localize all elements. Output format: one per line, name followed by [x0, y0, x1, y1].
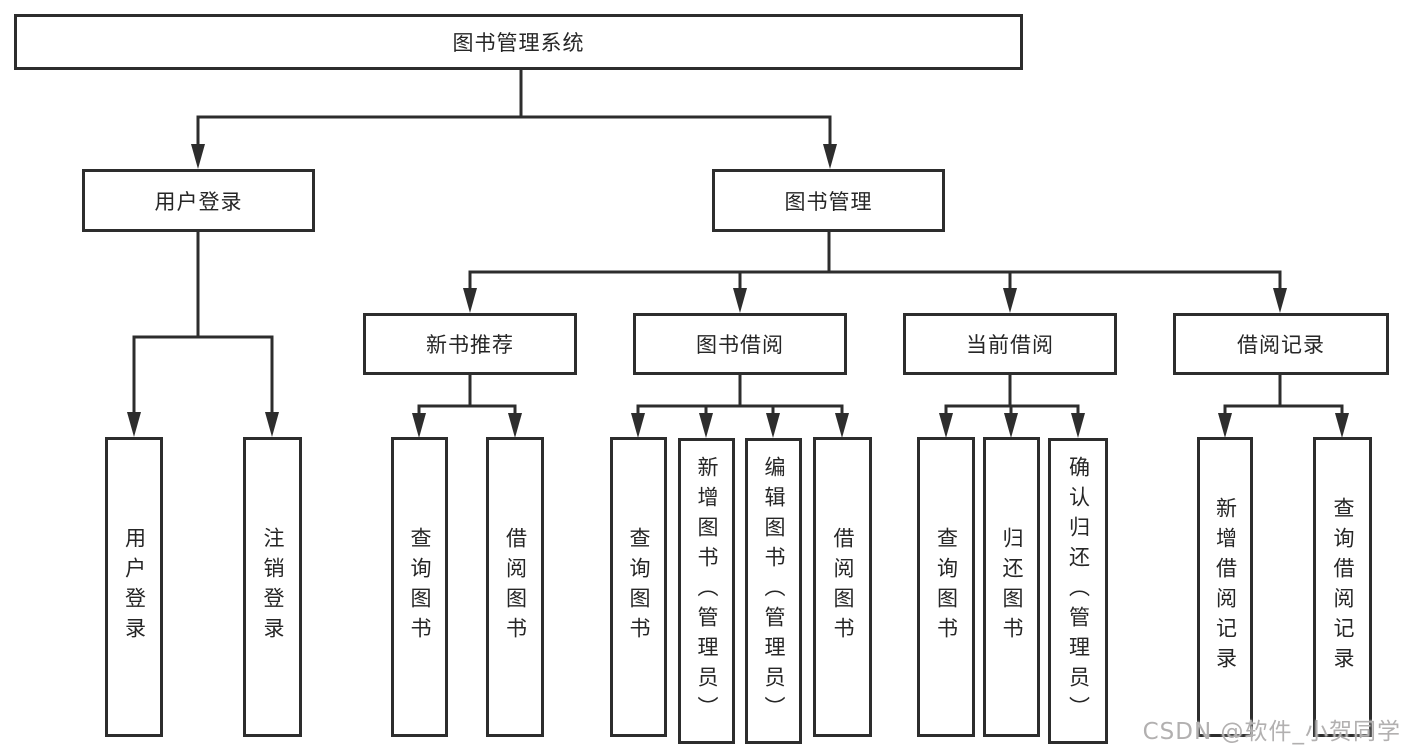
arrow-down-icon	[823, 144, 837, 169]
leaf-query-books: 查询图书	[391, 437, 448, 737]
leaf-return-books: 归还图书	[983, 437, 1040, 737]
node-user-login-group: 用户登录	[82, 169, 315, 232]
arrow-down-icon	[1071, 413, 1085, 438]
node-label: 归还图书	[1000, 527, 1024, 647]
node-label: 图书管理	[784, 189, 873, 214]
leaf-borrow-books: 借阅图书	[486, 437, 544, 737]
connector-line	[196, 115, 832, 150]
node-label: 用户登录	[122, 527, 147, 647]
node-label: 确认归还（管理员）	[1066, 456, 1091, 726]
connector-line	[1223, 404, 1344, 420]
node-new-book-recommendation: 新书推荐	[363, 313, 577, 375]
leaf-user-login: 用户登录	[105, 437, 163, 737]
arrow-down-icon	[1004, 413, 1018, 438]
connector-line	[417, 404, 517, 420]
connector-line	[636, 404, 844, 420]
node-book-management: 图书管理	[712, 169, 945, 232]
leaf-logout: 注销登录	[243, 437, 302, 737]
arrow-down-icon	[1335, 413, 1349, 438]
connector-line	[468, 270, 1282, 296]
arrow-down-icon	[699, 413, 713, 438]
arrow-down-icon	[766, 413, 780, 438]
arrow-down-icon	[835, 413, 849, 438]
arrow-down-icon	[939, 413, 953, 438]
arrow-down-icon	[733, 288, 747, 313]
arrow-down-icon	[191, 144, 205, 169]
leaf-confirm-return-admin: 确认归还（管理员）	[1048, 438, 1108, 744]
node-label: 借阅图书	[831, 527, 855, 647]
arrow-down-icon	[1218, 413, 1232, 438]
arrow-down-icon	[631, 413, 645, 438]
leaf-edit-books-admin: 编辑图书（管理员）	[745, 438, 802, 744]
node-label: 图书借阅	[696, 333, 784, 357]
node-label: 新增借阅记录	[1213, 497, 1238, 677]
arrow-down-icon	[1273, 288, 1287, 313]
arrow-down-icon	[265, 412, 279, 437]
node-label: 借阅记录	[1237, 333, 1325, 357]
node-current-borrowing: 当前借阅	[903, 313, 1117, 375]
node-label: 查询借阅记录	[1331, 497, 1355, 677]
csdn-watermark: CSDN @软件_小贺同学	[1142, 719, 1401, 745]
node-book-borrowing: 图书借阅	[633, 313, 847, 375]
node-label: 注销登录	[261, 527, 285, 647]
node-label: 当前借阅	[966, 333, 1054, 357]
arrow-down-icon	[127, 412, 141, 437]
node-label: 查询图书	[934, 527, 959, 647]
node-label: 新书推荐	[426, 333, 514, 357]
leaf-query-books: 查询图书	[917, 437, 975, 737]
node-label: 图书管理系统	[452, 31, 585, 55]
leaf-add-borrow-record: 新增借阅记录	[1197, 437, 1253, 737]
leaf-add-books-admin: 新增图书（管理员）	[678, 438, 735, 744]
node-label: 查询图书	[627, 527, 651, 647]
connector-line	[132, 335, 274, 418]
arrow-down-icon	[412, 413, 426, 438]
node-label: 借阅图书	[503, 527, 528, 647]
leaf-query-borrow-record: 查询借阅记录	[1313, 437, 1372, 737]
arrow-down-icon	[1003, 288, 1017, 313]
node-label: 用户登录	[154, 189, 243, 214]
node-label: 编辑图书（管理员）	[762, 456, 786, 726]
arrow-down-icon	[463, 288, 477, 313]
arrowheads	[127, 144, 1349, 438]
node-library-management-system: 图书管理系统	[14, 14, 1023, 70]
arrow-down-icon	[508, 413, 522, 438]
leaf-borrow-books: 借阅图书	[813, 437, 872, 737]
leaf-query-books: 查询图书	[610, 437, 667, 737]
node-label: 查询图书	[408, 527, 432, 647]
node-borrowing-records: 借阅记录	[1173, 313, 1389, 375]
node-label: 新增图书（管理员）	[695, 456, 719, 726]
